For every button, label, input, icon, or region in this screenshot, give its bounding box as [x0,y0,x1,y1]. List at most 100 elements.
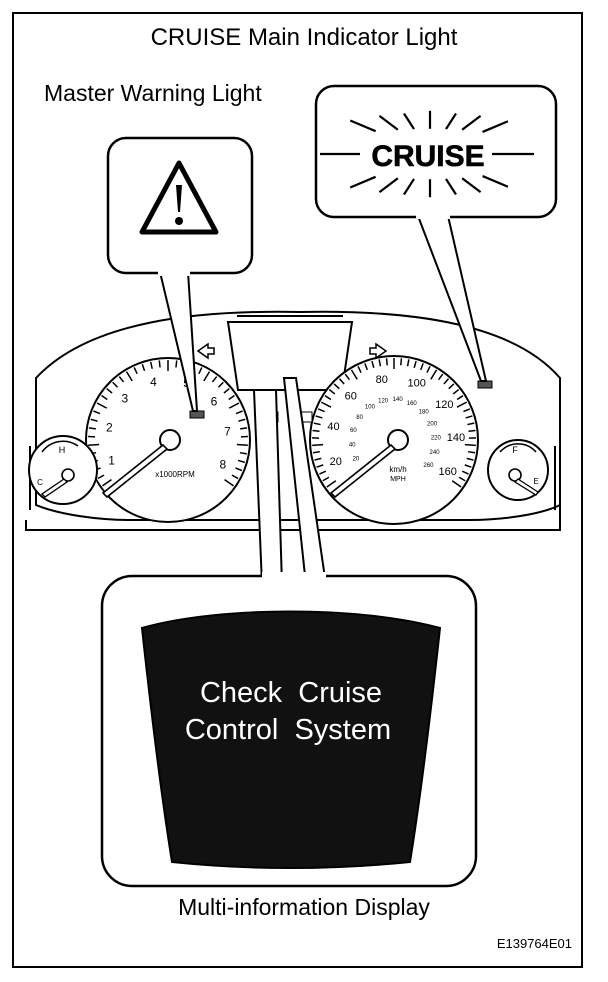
fuel-gauge-e-label: E [533,477,538,486]
speed-outer-number: 40 [327,421,339,433]
speed-inner-number: 260 [423,463,434,469]
speed-tick [419,363,424,371]
tach-tick [97,474,105,480]
speed-inner-number: 200 [427,421,438,427]
cruise-callout: CRUISE [314,84,558,382]
cruise-ray [445,178,457,196]
speed-outer-number: 60 [345,391,357,403]
speed-outer-number: 140 [447,432,465,444]
speed-tick [378,359,382,367]
tach-tick [198,367,203,375]
tach-tick [133,367,138,375]
speedometer-hub [387,429,409,451]
multi-information-display-label: Multi-information Display [178,894,430,920]
tach-tick [101,394,108,401]
cruise-ray [378,114,399,131]
display-line-2: Control System [185,714,391,746]
multi-info-screen [140,610,442,869]
speed-tick [326,480,337,488]
speed-inner-number: 140 [393,397,404,403]
tachometer: 12345678 x1000RPM [85,357,251,523]
speed-inner-number: 220 [431,435,442,441]
speed-tick [320,401,332,408]
tach-tick [112,381,119,388]
cruise-main-indicator-label: CRUISE Main Indicator Light [150,24,458,51]
speed-inner-number: 240 [430,450,441,456]
speed-tick [406,359,410,367]
speed-tick [468,429,476,433]
master-warning-lamp [189,410,205,419]
speed-outer-number: 20 [330,456,342,468]
tach-tick [240,427,248,430]
speed-tick [357,365,362,373]
tachometer-hub [159,429,181,451]
speed-tick [464,443,476,447]
tach-tick [90,418,98,422]
speed-tick [451,480,462,488]
multi-info-callout: Check Cruise Control System [100,377,478,888]
tach-tick [158,360,161,368]
speed-tick [467,450,476,454]
tach-tick [88,427,96,430]
tach-number: 1 [108,454,115,468]
speed-tick [319,470,327,475]
tach-tick [93,410,101,415]
speed-tick [467,422,475,426]
speed-inner-number: 20 [353,457,360,463]
tach-tick [237,459,246,464]
speed-tick [313,422,321,426]
cruise-ray [482,120,509,133]
right-turn-signal-icon [369,342,388,360]
tach-tick [238,418,246,422]
speed-tick [458,476,466,482]
cruise-ray [349,175,377,189]
speed-tick [338,378,345,385]
speed-tick [443,378,450,385]
speed-tick [314,457,322,461]
cruise-word: CRUISE [371,140,484,173]
speed-tick [317,408,325,413]
speed-tick [312,429,320,433]
speed-tick [364,363,369,371]
tach-tick [141,364,146,372]
speed-tick [456,401,468,408]
speed-tick [464,464,472,468]
tach-tick [228,402,240,409]
master-warning-callout [106,136,254,412]
speed-inner-number: 100 [365,405,376,411]
speed-tick [324,395,332,401]
speed-tick [400,358,403,366]
speed-tick [385,358,388,366]
speed-inner-number: 80 [356,415,363,421]
speed-tick [322,476,330,482]
speed-tick [328,389,336,395]
tach-tick [235,410,243,415]
tach-tick [88,443,100,446]
left-turn-signal-icon [196,342,215,360]
speed-tick [466,457,474,461]
speed-tick [350,369,358,380]
speed-tick [465,415,473,419]
speed-tick [461,470,469,475]
tach-tick [175,360,178,368]
speed-outer-number: 100 [407,377,425,389]
speed-outer-number: 80 [376,374,388,386]
speed-outer-number: 120 [435,399,453,411]
speedometer-unit-mph: MPH [390,476,406,483]
speed-tick [456,395,464,401]
speed-tick [413,360,417,368]
tach-number: 4 [150,375,157,389]
figure-code: E139764E01 [496,936,572,951]
tach-tick [149,361,153,369]
speed-tick [426,365,431,373]
tach-number: 8 [219,457,226,471]
cruise-light-rays-icon [320,110,534,198]
temperature-gauge: H C [28,435,98,505]
speed-tick [371,360,375,368]
speed-tick [452,389,460,395]
fuel-gauge-f-label: F [512,445,518,455]
tach-tick [118,376,125,383]
speed-tick [448,383,455,390]
tach-tick [217,381,224,388]
